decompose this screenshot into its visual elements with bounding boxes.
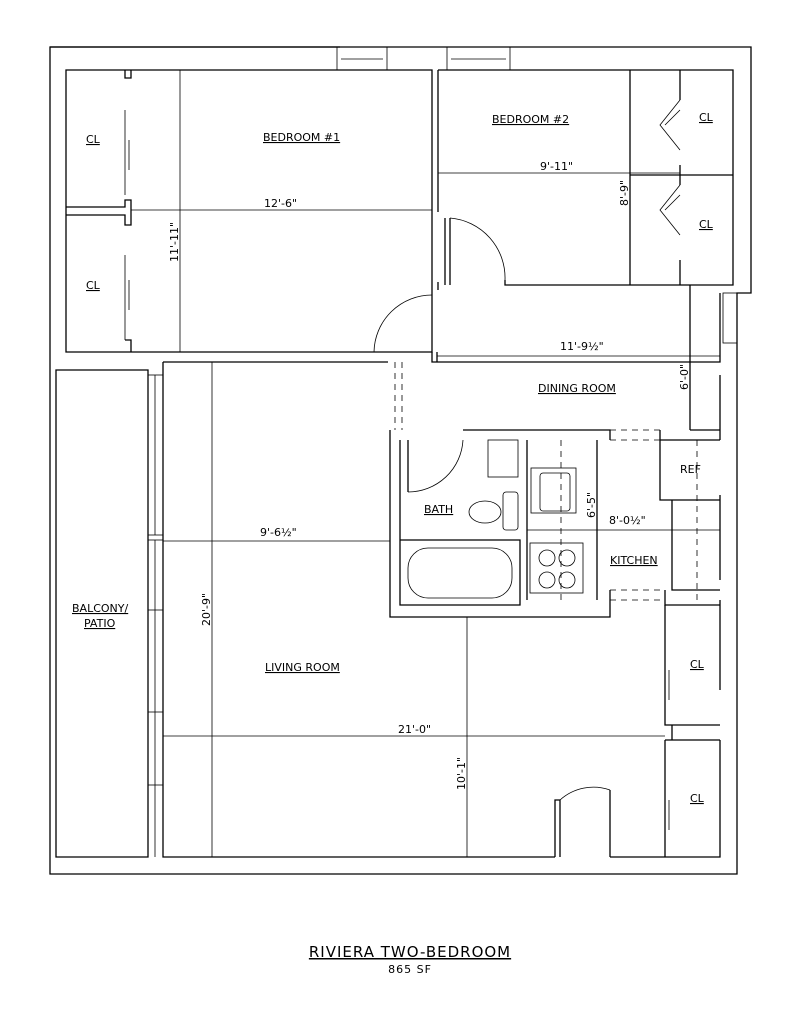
dim-living-depth: 20'-9" xyxy=(200,593,213,626)
label-closet: CL xyxy=(699,111,714,124)
dim-hall-width: 11'-9½" xyxy=(560,340,604,353)
dimension-lines xyxy=(131,70,720,857)
label-ref: REF xyxy=(680,463,701,476)
label-closet: CL xyxy=(699,218,714,231)
label-closet: CL xyxy=(690,658,705,671)
dim-living-width: 21'-0" xyxy=(398,723,431,736)
plan-title: RIVIERA TWO-BEDROOM xyxy=(309,943,511,961)
dim-bed2-depth: 8'-9" xyxy=(618,180,631,206)
dim-dining-depth: 6'-0" xyxy=(678,364,691,390)
plan-area: 865 SF xyxy=(388,963,432,976)
dim-bath-width: 9'-6½" xyxy=(260,526,297,539)
label-bedroom-2: BEDROOM #2 xyxy=(492,113,569,126)
label-balcony: BALCONY/ xyxy=(72,602,128,615)
label-kitchen: KITCHEN xyxy=(610,554,658,567)
windows xyxy=(147,46,738,857)
dim-kitchen-depth: 6'-5" xyxy=(585,492,598,518)
label-bath: BATH xyxy=(424,503,453,516)
dim-bed1-depth: 11'-11" xyxy=(168,222,181,262)
label-patio: PATIO xyxy=(84,617,116,630)
label-dining-room: DINING ROOM xyxy=(538,382,616,395)
label-living-room: LIVING ROOM xyxy=(265,661,340,674)
dim-living-depth-2: 10'-1" xyxy=(455,757,468,790)
label-closet: CL xyxy=(690,792,705,805)
dim-bed2-width: 9'-11" xyxy=(540,160,573,173)
label-closet: CL xyxy=(86,133,101,146)
label-closet: CL xyxy=(86,279,101,292)
interior-walls xyxy=(66,70,733,857)
dim-bed1-width: 12'-6" xyxy=(264,197,297,210)
label-bedroom-1: BEDROOM #1 xyxy=(263,131,340,144)
dim-kitchen-width: 8'-0½" xyxy=(609,514,646,527)
